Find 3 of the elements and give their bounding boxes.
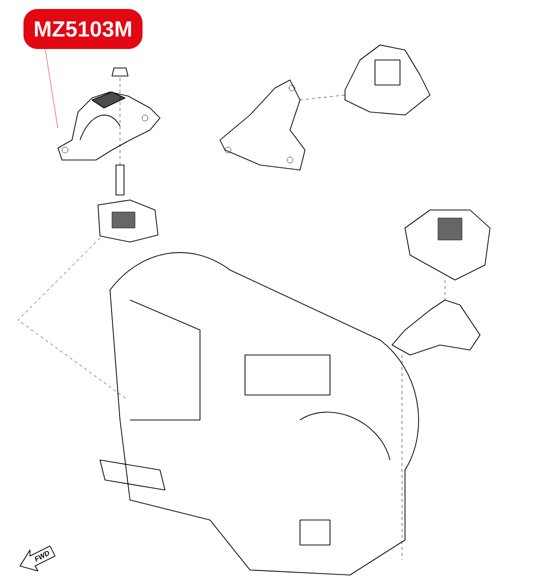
part-number-label: MZ5103M (23, 9, 143, 49)
leader-line (45, 49, 58, 128)
engine-mount-drawing (58, 92, 160, 160)
